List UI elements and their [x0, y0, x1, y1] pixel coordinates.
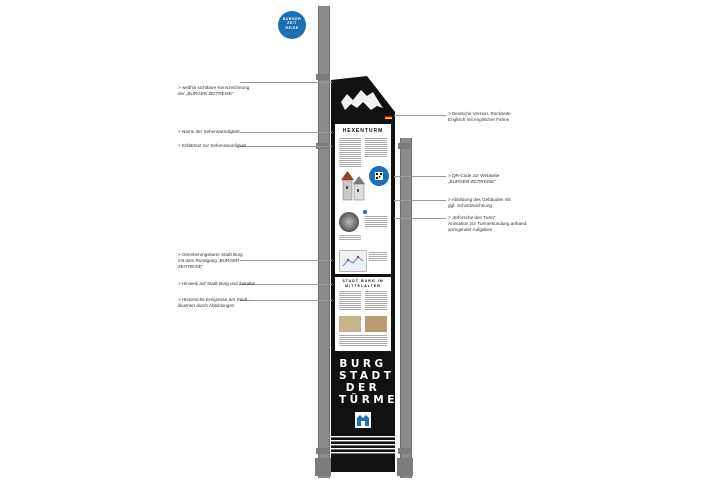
qr-code-icon: [375, 172, 383, 180]
historic-image-1: [339, 316, 361, 332]
annotation-line: Englisch mit englischer Fahne: [448, 116, 510, 122]
leader-line: [240, 260, 332, 261]
map-legend: [369, 252, 387, 262]
annotation-historic-events: > Historische Ereignisse der Stadt, illu…: [178, 297, 249, 309]
tower-name-heading: HEXENTURM: [342, 128, 384, 134]
explore-tower-marker: [363, 210, 367, 214]
right-post-clamp: [398, 448, 412, 454]
annotation-line: > Deutsche Version, Rückseite: [448, 111, 511, 116]
leader-line: [240, 82, 332, 83]
annotation-line: > Hinweis auf Stadt Burg und Zeitalter: [178, 281, 256, 286]
city-logo-icon: [355, 412, 371, 428]
leader-line: [240, 284, 332, 285]
left-post-clamp: [316, 448, 330, 454]
right-post-base: [397, 458, 413, 476]
annotation-line: > Orientierungskarte Stadt Burg: [178, 252, 243, 257]
leader-line: [394, 176, 446, 177]
leader-line: [394, 200, 446, 201]
explore-tower-text: [365, 216, 387, 228]
explanation-text-left: [339, 138, 361, 168]
slogan-word: BURG: [339, 358, 387, 370]
left-post-clamp: [316, 74, 330, 80]
annotation-line: > Erklärtext zur Sehenswürdigkeit: [178, 143, 247, 148]
history-text-left: [339, 291, 361, 311]
qr-code-box: [369, 166, 389, 186]
annotation-orientation-map: > Orientierungskarte Stadt Burg mit dem …: [178, 252, 243, 269]
german-flag-icon: [385, 114, 392, 119]
left-post: [318, 6, 330, 478]
badge-line: REISE: [285, 25, 299, 30]
burger-zeitreise-badge: BURGER ZEIT REISE: [278, 11, 306, 39]
historic-image-2: [365, 316, 387, 332]
leader-line: [240, 132, 332, 133]
history-text-right: [365, 291, 387, 311]
leader-line: [240, 300, 332, 301]
building-illustration: [341, 171, 365, 201]
right-post-clamp: [398, 143, 412, 149]
annotation-line: illustriert durch Abbildungen: [178, 302, 235, 308]
badge-line: ZEIT: [287, 21, 297, 26]
slogan-word: STADT: [339, 370, 395, 382]
annotation-building-image: > Abbildung des Gebäudes mit ggf. Schnit…: [448, 197, 511, 209]
leader-line: [394, 218, 446, 219]
annotation-line: anregender Aufgaben: [448, 226, 493, 232]
annotation-line: > weithin sichtbare Kennzeichnung: [178, 85, 250, 90]
info-stele: HEXENTURM: [331, 72, 395, 472]
annotation-sight-name: > Name der Sehenswürdigkeit: [178, 129, 240, 135]
annotation-explanation-text: > Erklärtext zur Sehenswürdigkeit: [178, 143, 247, 149]
annotation-city-era: > Hinweis auf Stadt Burg und Zeitalter: [178, 281, 256, 287]
explore-tower-caption: [339, 235, 361, 241]
annotation-line: mit dem Rundgang „BURGER: [178, 257, 240, 263]
annotation-qr-code: > QR-Code zur Webseite „BURGER ZEITREISE…: [448, 173, 499, 185]
annotation-language-version: > Deutsche Version, Rückseite Englisch m…: [448, 111, 511, 123]
left-post-base: [315, 458, 331, 476]
annotation-line: > QR-Code zur Webseite: [448, 173, 500, 178]
map-route-icon: [342, 255, 364, 267]
annotation-landmark-marking: > weithin sichtbare Kennzeichnung der „B…: [178, 85, 249, 97]
annotation-line: > „Erforsche den Turm“: [448, 215, 496, 220]
annotation-line: > Name der Sehenswürdigkeit: [178, 129, 240, 134]
city-era-heading: STADT BURG IM MITTELALTER: [342, 279, 384, 288]
annotation-line: > Abbildung des Gebäudes mit: [448, 197, 511, 202]
annotation-line: ZEITREISE“: [178, 263, 204, 269]
annotation-line: der „BURGER ZEITREISE“: [178, 90, 234, 96]
annotation-explore-tower: > „Erforsche den Turm“ Animation zur Tur…: [448, 215, 526, 232]
lower-content-panel: [335, 277, 391, 351]
leader-line: [394, 115, 446, 116]
annotation-line: „BURGER ZEITREISE“: [448, 178, 496, 184]
annotation-line: > Historische Ereignisse der Stadt,: [178, 297, 249, 302]
orientation-map: [339, 250, 367, 272]
right-post: [400, 138, 412, 478]
explanation-text-right: [365, 138, 387, 158]
history-captions: [339, 335, 387, 347]
explore-tower-image: [339, 212, 359, 232]
annotation-line: Animation zur Turmerkundung anhand: [448, 220, 527, 226]
slogan-word: DER: [345, 382, 381, 394]
annotation-line: ggf. Schnittzeichnung: [448, 202, 492, 208]
leader-line: [240, 146, 332, 147]
slogan-word: TÜRME: [339, 394, 398, 406]
badge-line: BURGER: [282, 17, 302, 21]
